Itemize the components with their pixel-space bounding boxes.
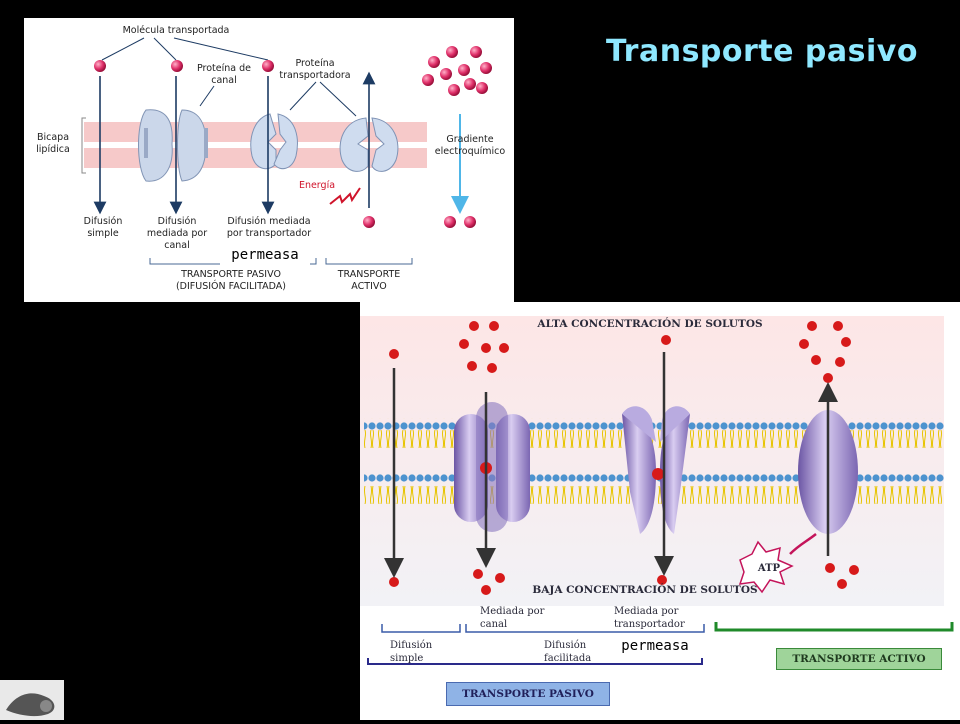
passive-transport-label-top: TRANSPORTE PASIVO (DIFUSIÓN FACILITADA) — [175, 269, 287, 292]
channel-protein — [454, 402, 530, 532]
permease-label-top: permeasa — [220, 247, 310, 265]
carrier-protein-label: Proteína transportadora — [279, 58, 351, 81]
channel-mediated-label: Mediada por canal — [480, 606, 545, 630]
gradient-label: Gradiente electroquímico — [434, 134, 506, 157]
energy-bolt — [329, 187, 361, 205]
molecule-label: Molécula transportada — [122, 25, 230, 36]
low-concentration-label: BAJA CONCENTRACIÓN DE SOLUTOS — [532, 584, 758, 596]
membrane-transport-diagram-top: Molécula transportada Proteína de canal … — [24, 18, 514, 302]
corner-logo-image — [0, 680, 64, 720]
atp-label: ATP — [757, 563, 781, 574]
facilitated-diffusion-label: Difusión facilitada — [544, 640, 592, 664]
channel-diffusion-label: Difusión mediada por canal — [146, 216, 208, 251]
carrier-protein — [622, 406, 690, 534]
channel-protein-label: Proteína de canal — [196, 63, 252, 86]
solute-molecules — [389, 321, 859, 595]
bottom-diagram-graphic — [360, 316, 954, 665]
bilayer-label: Bicapa lipídica — [36, 132, 70, 155]
simple-diffusion-label: Difusión simple — [83, 216, 123, 239]
channel-protein-shape — [138, 109, 208, 182]
passive-transport-box: TRANSPORTE PASIVO — [446, 682, 610, 706]
slide-title: Transporte pasivo — [606, 34, 918, 69]
logo-graphic — [6, 693, 55, 717]
membrane-transport-diagram-bottom: ALTA CONCENTRACIÓN DE SOLUTOS BAJA CONCE… — [360, 302, 960, 720]
active-transport-box: TRANSPORTE ACTIVO — [776, 648, 942, 670]
carrier-mediated-label: Mediada por transportador — [614, 606, 685, 630]
active-transport-label-top: TRANSPORTE ACTIVO — [337, 269, 401, 292]
energy-label: Energía — [298, 180, 336, 191]
high-concentration-label: ALTA CONCENTRACIÓN DE SOLUTOS — [537, 318, 763, 330]
carrier-protein-shape-2 — [339, 117, 399, 172]
carrier-diffusion-label: Difusión mediada por transportador — [226, 216, 312, 239]
carrier-protein-shape-1 — [250, 113, 298, 170]
simple-diffusion-label-bottom: Difusión simple — [390, 640, 433, 664]
gradient-molecules — [422, 46, 492, 228]
top-diagram-graphic — [81, 37, 492, 265]
permease-label-bottom: permeasa — [621, 638, 689, 654]
atp-burst — [738, 540, 794, 594]
